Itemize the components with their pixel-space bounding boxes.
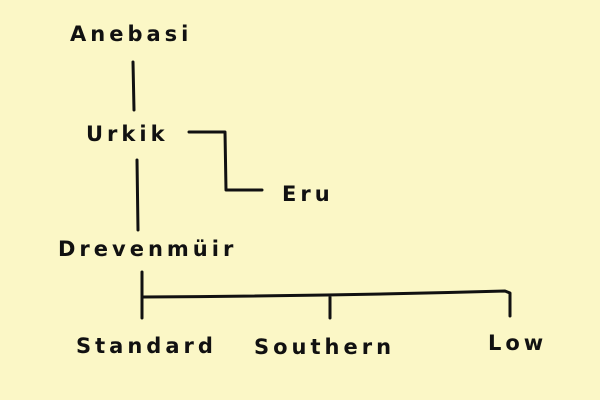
node-standard: Standard: [76, 334, 217, 358]
connector-urkik-drevenmuir: [135, 158, 140, 232]
node-low: Low: [488, 331, 548, 355]
connector-anebasi-urkik: [131, 60, 136, 112]
node-urkik: Urkik: [86, 122, 169, 146]
node-anebasi: Anebasi: [70, 22, 193, 46]
node-drevenmuir: Drevenmüir: [58, 237, 238, 261]
connector-drevenmuir-branches: [140, 270, 512, 320]
node-eru: Eru: [282, 182, 334, 206]
connector-urkik-eru: [187, 130, 264, 192]
node-southern: Southern: [254, 335, 396, 359]
